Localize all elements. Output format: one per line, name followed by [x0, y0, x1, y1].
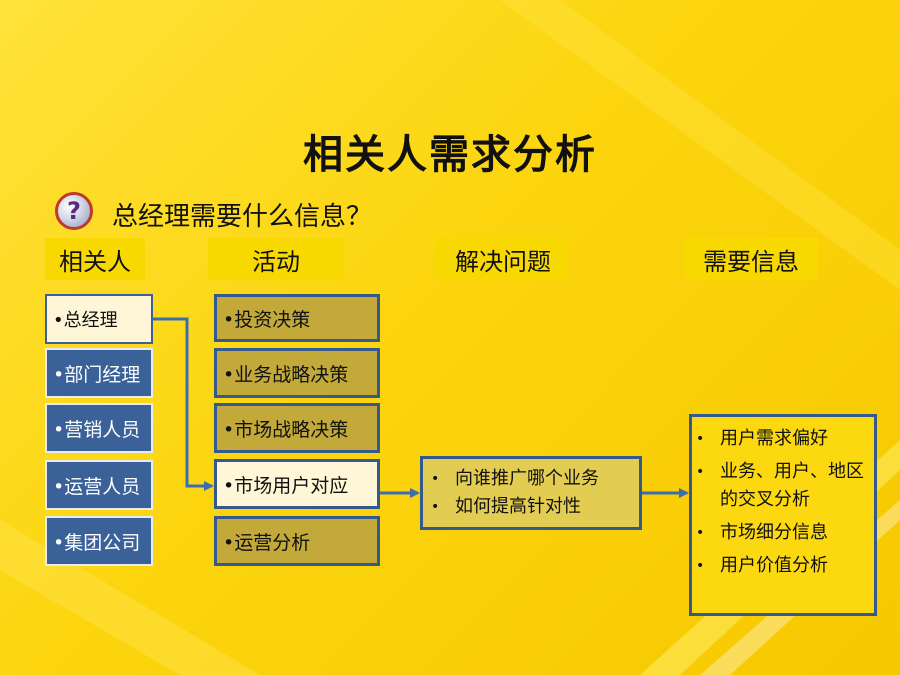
- bullet: •: [696, 464, 705, 480]
- activity-market-user-mapping[interactable]: •市场用户对应: [214, 459, 380, 509]
- bullet: •: [696, 558, 705, 574]
- problem-item: • 向谁推广哪个业务: [431, 465, 629, 493]
- need-item: • 业务、用户、地区的交叉分析: [696, 458, 866, 514]
- stakeholder-group-company[interactable]: •集团公司: [45, 516, 153, 566]
- question-text: 总经理需要什么信息？: [112, 202, 373, 232]
- problem-text: 如何提高针对性: [455, 496, 581, 517]
- activity-business-strategy[interactable]: •业务战略决策: [214, 348, 380, 398]
- need-text: 用户价值分析: [720, 555, 828, 576]
- needs-box: • 用户需求偏好 • 业务、用户、地区的交叉分析 • 市场细分信息 • 用户价值…: [689, 414, 877, 616]
- stakeholder-operations-staff[interactable]: •运营人员: [45, 460, 153, 510]
- stakeholder-marketing-staff[interactable]: •营销人员: [45, 403, 153, 453]
- need-text: 业务、用户、地区的交叉分析: [720, 461, 864, 510]
- bullet: •: [696, 525, 705, 541]
- header-stakeholders: 相关人: [45, 238, 145, 280]
- activity-market-strategy[interactable]: •市场战略决策: [214, 403, 380, 453]
- bullet: •: [431, 499, 440, 515]
- question-mark-icon: ?: [55, 192, 93, 230]
- problem-text: 向谁推广哪个业务: [455, 468, 599, 489]
- activity-operations-analysis[interactable]: •运营分析: [214, 516, 380, 566]
- stakeholder-general-manager[interactable]: •总经理: [45, 294, 153, 344]
- need-item: • 市场细分信息: [696, 519, 866, 547]
- need-item: • 用户价值分析: [696, 552, 866, 580]
- problems-box: • 向谁推广哪个业务 • 如何提高针对性: [420, 456, 642, 530]
- bullet: •: [696, 431, 705, 447]
- need-text: 用户需求偏好: [720, 428, 828, 449]
- slide-title: 相关人需求分析: [303, 132, 597, 178]
- header-needs: 需要信息: [684, 238, 818, 280]
- need-item: • 用户需求偏好: [696, 425, 866, 453]
- stakeholder-department-manager[interactable]: •部门经理: [45, 348, 153, 398]
- problem-item: • 如何提高针对性: [431, 493, 629, 521]
- activity-investment-decision[interactable]: •投资决策: [214, 294, 380, 342]
- header-activities: 活动: [208, 238, 344, 280]
- need-text: 市场细分信息: [720, 522, 828, 543]
- header-problems: 解决问题: [436, 238, 570, 280]
- bullet: •: [431, 471, 440, 487]
